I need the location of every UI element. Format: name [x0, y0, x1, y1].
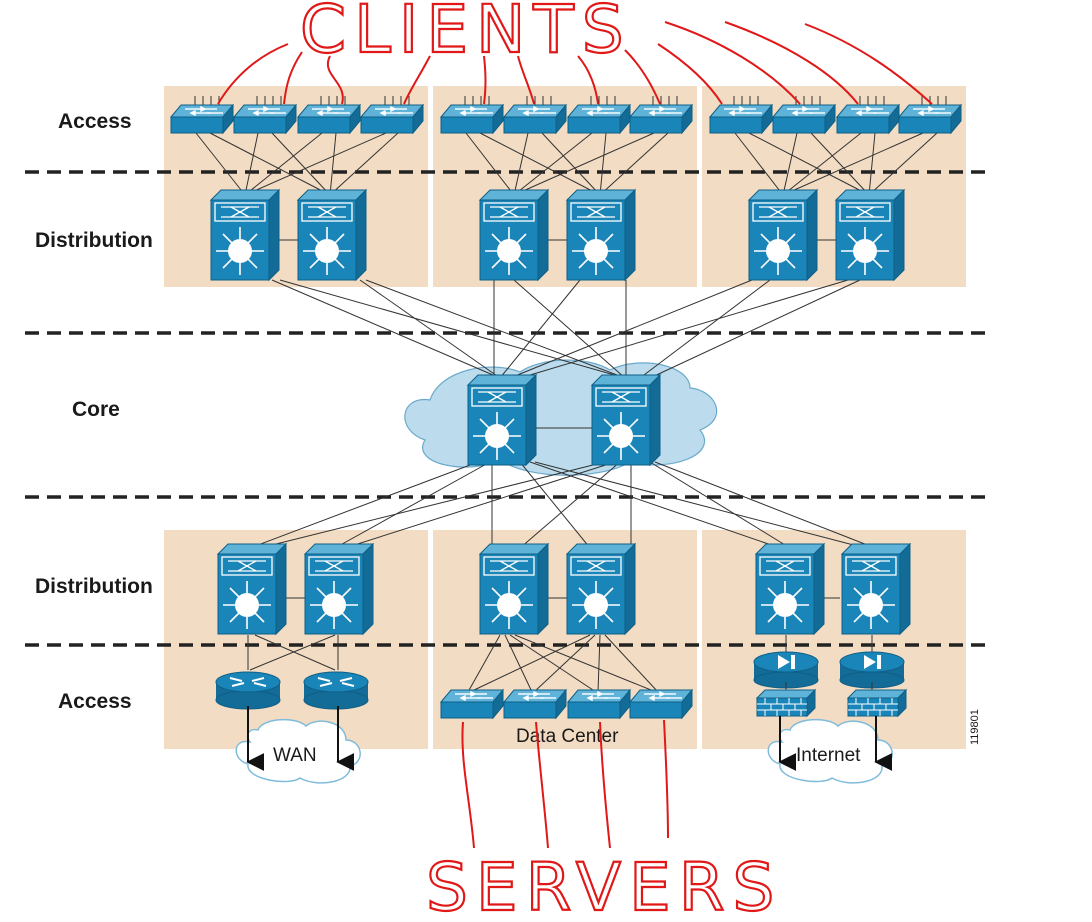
layer3-switch-icon: [748, 189, 818, 281]
client-port-stubs: [194, 96, 947, 105]
router-icon: [215, 671, 281, 710]
layer3-switch-icon: [210, 189, 280, 281]
links-distribution-access-bottom: [247, 634, 873, 693]
internet-label: Internet: [796, 745, 861, 766]
layer-label-access-bottom: Access: [58, 690, 132, 713]
layer2-switch-icon: [629, 689, 693, 719]
layer2-switch-icon: [772, 104, 836, 134]
layer2-switch-icon: [567, 689, 631, 719]
layer3-switch-icon: [566, 189, 636, 281]
links-core-distribution-bottom: [249, 461, 876, 549]
layer3-switch-icon: [591, 374, 661, 466]
layer2-switch-icon: [709, 104, 773, 134]
servers-handwritten-label: SERVERS: [426, 849, 782, 922]
layer2-switch-icon: [360, 104, 424, 134]
layer3-switch-icon: [841, 543, 911, 635]
layer2-switch-icon: [170, 104, 234, 134]
layer3-switch-icon: [304, 543, 374, 635]
firewall-icon: [756, 689, 816, 717]
layer2-switch-icon: [629, 104, 693, 134]
internet-block: Internet: [753, 651, 907, 784]
layer-label-distribution-bottom: Distribution: [35, 575, 153, 598]
servers-annotation: SERVERS: [425, 719, 782, 922]
layer2-switch-icon: [503, 689, 567, 719]
bottom-block-internet: [702, 530, 966, 749]
layer3-switch-icon: [835, 189, 905, 281]
figure-id: 119801: [969, 709, 981, 745]
layer2-switch-icon: [440, 689, 504, 719]
layer3-switch-icon: [479, 189, 549, 281]
clients-annotation: CLIENTS: [217, 0, 933, 105]
layer3-switch-icon: [755, 543, 825, 635]
layer2-switch-icon: [503, 104, 567, 134]
wan-block: WAN: [215, 671, 369, 784]
layer2-switch-icon: [297, 104, 361, 134]
links-access-distribution-top: [195, 132, 938, 196]
layer2-switch-icon: [440, 104, 504, 134]
layer2-switch-icon: [233, 104, 297, 134]
data-center-label: Data Center: [516, 726, 619, 747]
layer3-switch-icon: [467, 374, 537, 466]
firewall-icon: [847, 689, 907, 717]
layer2-switch-icon: [898, 104, 962, 134]
core-cloud: [404, 359, 718, 476]
links-distribution-core-top: [271, 279, 861, 379]
wan-label: WAN: [273, 745, 317, 766]
layer-label-core: Core: [72, 398, 120, 421]
datacenter-block: Data Center: [440, 689, 693, 747]
layer-label-access-top: Access: [58, 110, 132, 133]
router-icon: [303, 671, 369, 710]
clients-handwritten-label: CLIENTS: [300, 0, 632, 68]
layer3-switch-icon: [566, 543, 636, 635]
layer3-switch-icon: [217, 543, 287, 635]
bottom-block-wan: [164, 530, 428, 749]
layer3-switch-icon: [297, 189, 367, 281]
layer-label-distribution-top: Distribution: [35, 229, 153, 252]
layer2-switch-icon: [836, 104, 900, 134]
layer2-switch-icon: [567, 104, 631, 134]
layer3-switch-icon: [479, 543, 549, 635]
